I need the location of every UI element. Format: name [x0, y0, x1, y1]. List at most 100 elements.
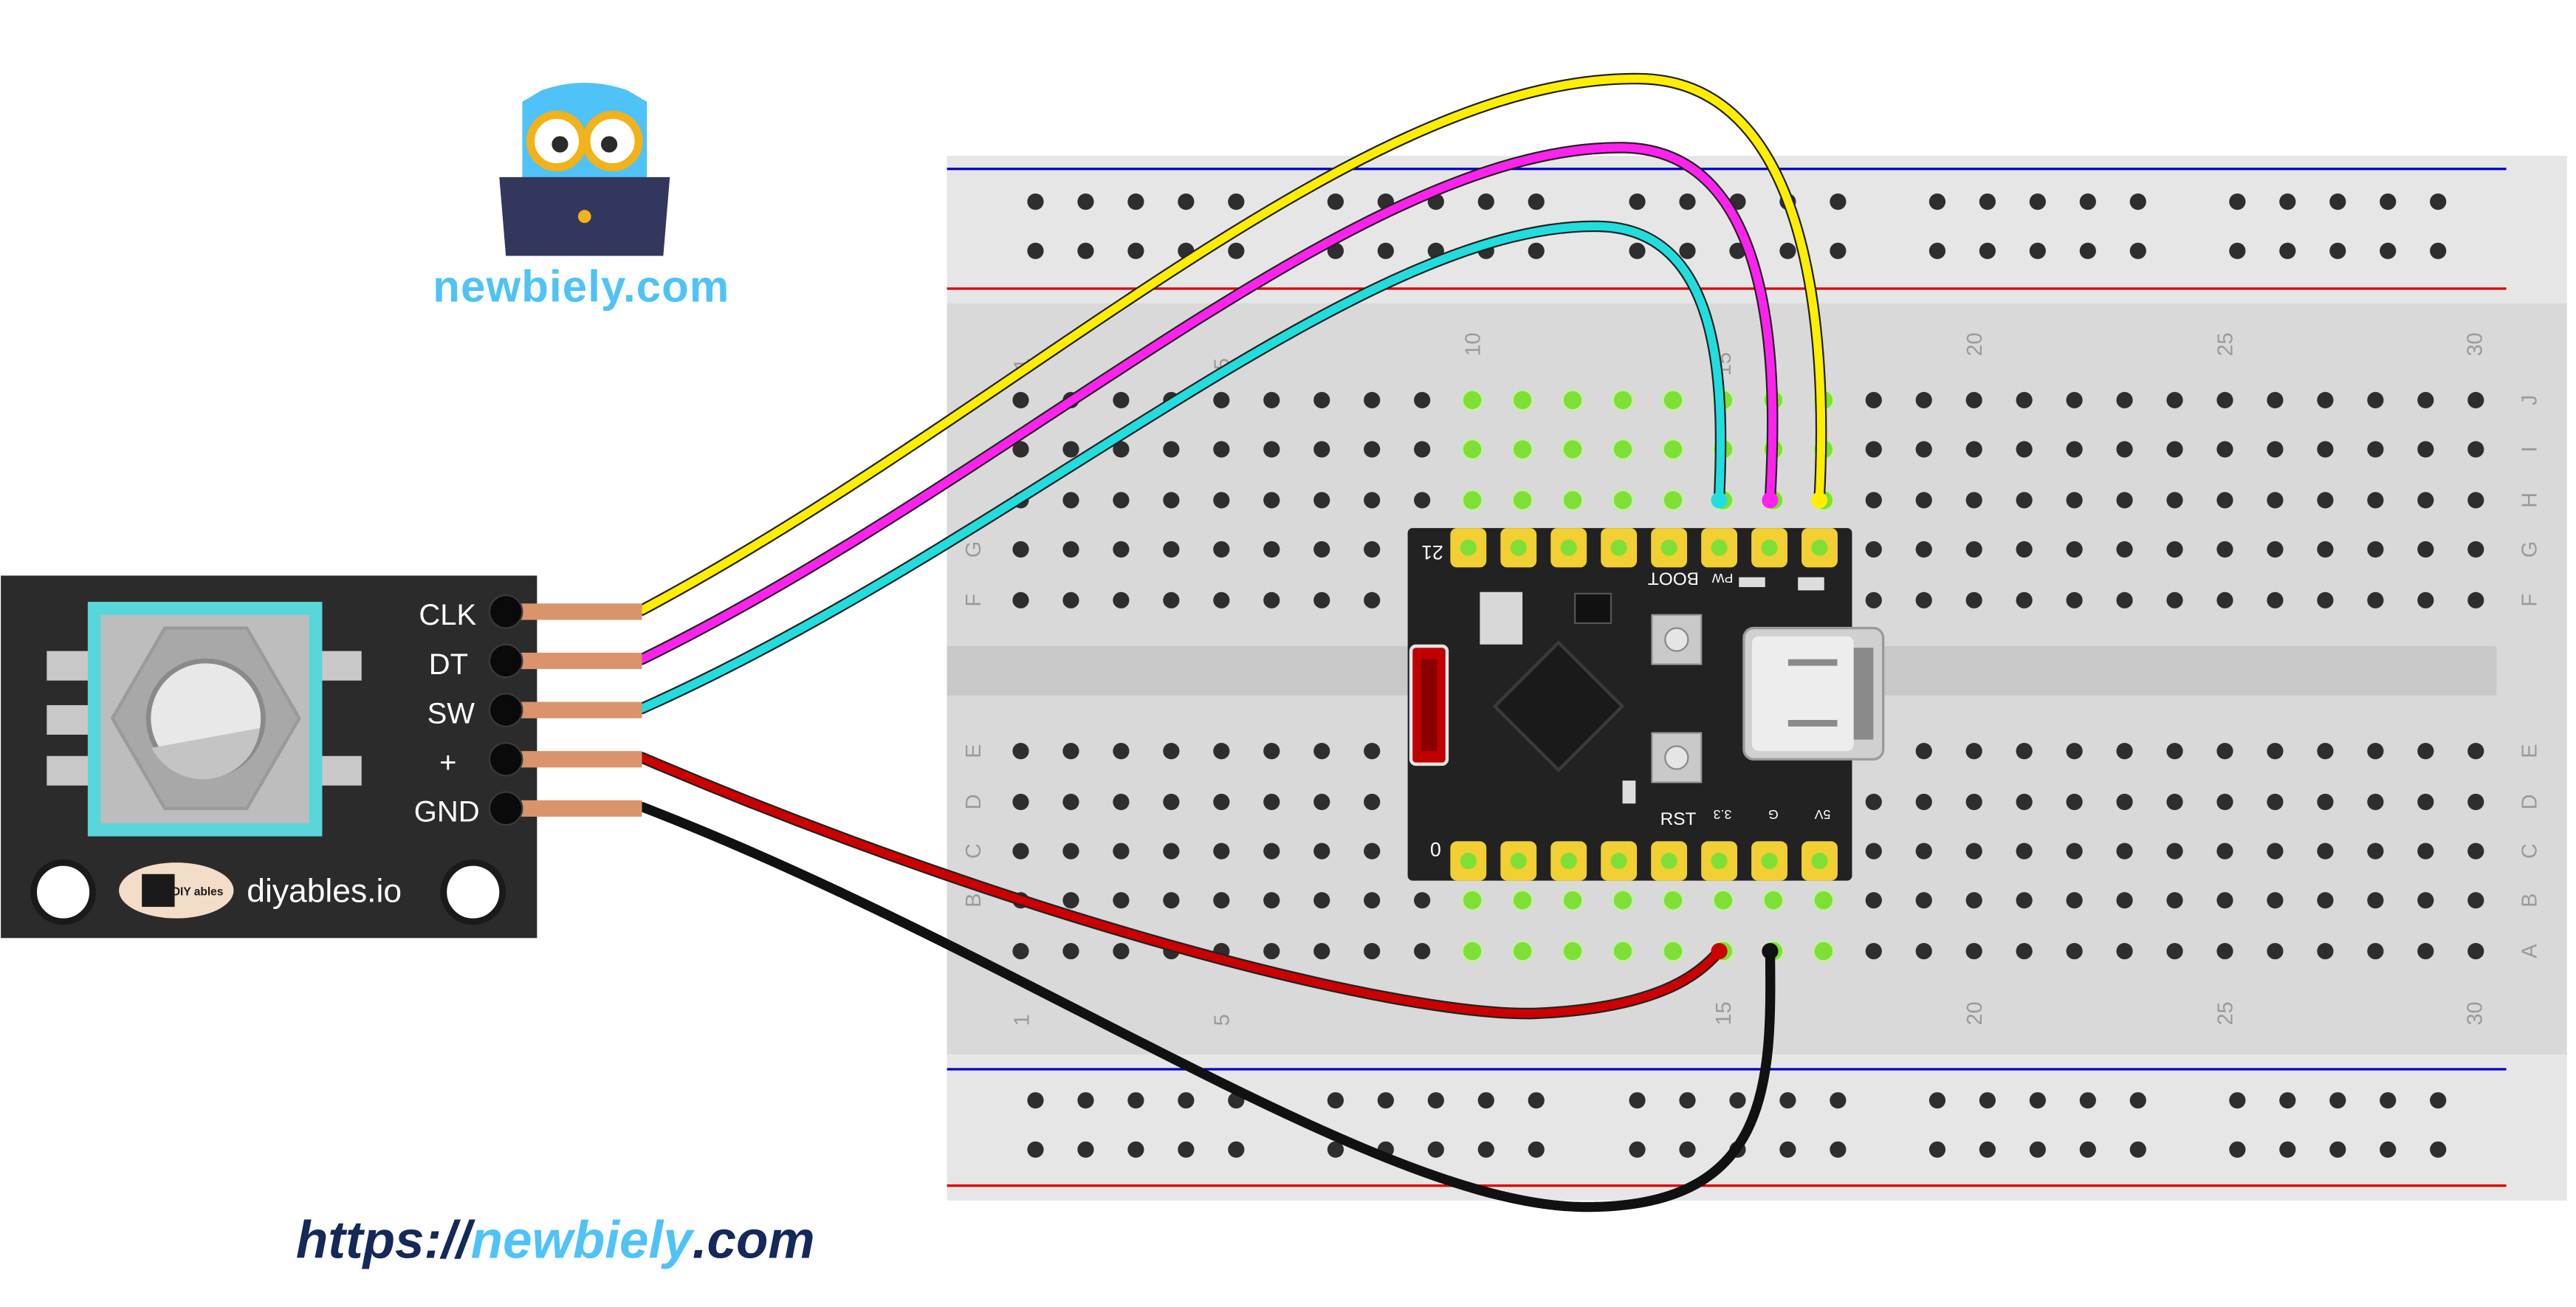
reset-button[interactable]: [1651, 732, 1703, 783]
breadboard-hole: [1562, 940, 1584, 962]
wire-clk[interactable]: [637, 75, 1826, 614]
breadboard-hole: [1263, 743, 1280, 760]
breadboard-hole: [1327, 193, 1344, 210]
breadboard-hole: [1629, 1092, 1646, 1109]
breadboard-hole: [1965, 492, 1982, 509]
breadboard-column-labels: 1 5 10 15 20 25 30 1 5 15 20 25 30: [1011, 332, 2487, 1026]
boot-button[interactable]: [1651, 614, 1703, 665]
breadboard-hole: [1364, 391, 1381, 408]
breadboard-hole: [2467, 793, 2484, 811]
breadboard-hole: [1915, 541, 1932, 558]
breadboard-hole: [1865, 391, 1882, 408]
breadboard-hole: [2267, 843, 2284, 860]
usb-c-port[interactable]: [1742, 626, 1885, 761]
breadboard-hole: [1313, 441, 1330, 458]
breadboard-hole: [1528, 1092, 1545, 1109]
owl-pupil-left: [552, 136, 569, 153]
breadboard-hole: [1612, 940, 1634, 962]
breadboard-hole: [1662, 889, 1684, 911]
breadboard-hole: [1213, 441, 1230, 458]
breadboard-hole: [2016, 541, 2033, 558]
breadboard-hole: [1062, 492, 1079, 509]
breadboard-hole: [2417, 541, 2434, 558]
breadboard-hole: [1062, 843, 1079, 860]
breadboard-hole: [2267, 541, 2284, 558]
breadboard-hole: [1364, 541, 1381, 558]
breadboard-hole: [2329, 242, 2346, 259]
breadboard-hole: [1965, 441, 1982, 458]
owl-pupil-right: [600, 136, 618, 153]
row-letter: F: [962, 594, 986, 607]
breadboard-hole: [2430, 1141, 2447, 1158]
breadboard-hole: [2116, 492, 2133, 509]
breadboard-hole: [2166, 793, 2183, 811]
wire-end: [1762, 492, 1779, 509]
breadboard-hole: [1364, 492, 1381, 509]
breadboard-hole: [2317, 441, 2334, 458]
breadboard-hole: [1865, 591, 1882, 608]
breadboard-hole: [2066, 793, 2083, 811]
breadboard-hole: [2417, 793, 2434, 811]
breadboard-hole: [1263, 591, 1280, 608]
breadboard-hole: [1865, 541, 1882, 558]
breadboard-hole: [1629, 242, 1646, 259]
breadboard-hole: [1062, 942, 1079, 960]
row-letter: H: [2518, 493, 2542, 508]
breadboard-hole: [1915, 591, 1932, 608]
row-letter: D: [2518, 795, 2542, 810]
board-component: [1480, 591, 1523, 645]
board-pin-hole: [1711, 539, 1728, 556]
breadboard-hole: [2066, 942, 2083, 960]
board-label-3v3: 3.3: [1714, 807, 1732, 822]
breadboard-hole: [1414, 441, 1431, 458]
breadboard-hole: [2029, 193, 2046, 210]
breadboard-hole: [2317, 843, 2334, 860]
breadboard-hole: [1228, 242, 1245, 259]
breadboard-hole: [1012, 541, 1029, 558]
breadboard-hole: [1263, 942, 1280, 960]
breadboard-hole: [1965, 541, 1982, 558]
breadboard-hole: [2216, 391, 2233, 408]
board-led: [1622, 781, 1636, 804]
column-number: 25: [2214, 332, 2238, 356]
breadboard-hole: [2367, 541, 2384, 558]
breadboard-hole: [1327, 1141, 1344, 1158]
breadboard-hole: [1213, 591, 1230, 608]
breadboard-hole: [1263, 541, 1280, 558]
breadboard-hole: [1313, 391, 1330, 408]
breadboard-hole: [1364, 843, 1381, 860]
breadboard-hole: [1965, 391, 1982, 408]
breadboard-hole: [2216, 441, 2233, 458]
breadboard-hole: [1662, 489, 1684, 511]
breadboard-hole: [2317, 391, 2334, 408]
breadboard-hole: [2216, 492, 2233, 509]
breadboard-hole: [2267, 391, 2284, 408]
breadboard-hole: [2029, 1141, 2046, 1158]
wire-gnd[interactable]: [636, 801, 1776, 1212]
breadboard-hole: [2467, 843, 2484, 860]
breadboard-hole: [2430, 193, 2447, 210]
breadboard-hole: [2016, 441, 2033, 458]
breadboard-hole: [2016, 492, 2033, 509]
wire-dt[interactable]: [637, 143, 1777, 664]
breadboard-hole: [1113, 391, 1130, 408]
board-pin-hole: [1460, 539, 1477, 556]
breadboard-hole: [1163, 441, 1180, 458]
footer-url[interactable]: https://newbiely.com: [296, 1211, 815, 1269]
wire-sw[interactable]: [637, 222, 1725, 713]
board-pin-hole: [1711, 852, 1728, 870]
breadboard-hole: [2267, 492, 2284, 509]
breadboard-hole: [1629, 193, 1646, 210]
board-antenna-inner: [1421, 659, 1438, 752]
breadboard-hole: [2367, 492, 2384, 509]
breadboard-hole: [2467, 942, 2484, 960]
row-letter: B: [2518, 893, 2542, 908]
board-pin-hole: [1510, 852, 1527, 870]
breadboard-hole: [1427, 1092, 1444, 1109]
breadboard-hole: [1313, 743, 1330, 760]
breadboard-hole: [1511, 489, 1533, 511]
breadboard-hole: [1779, 1092, 1796, 1109]
wire-vcc[interactable]: [637, 753, 1724, 1018]
breadboard-hole: [1562, 389, 1584, 411]
